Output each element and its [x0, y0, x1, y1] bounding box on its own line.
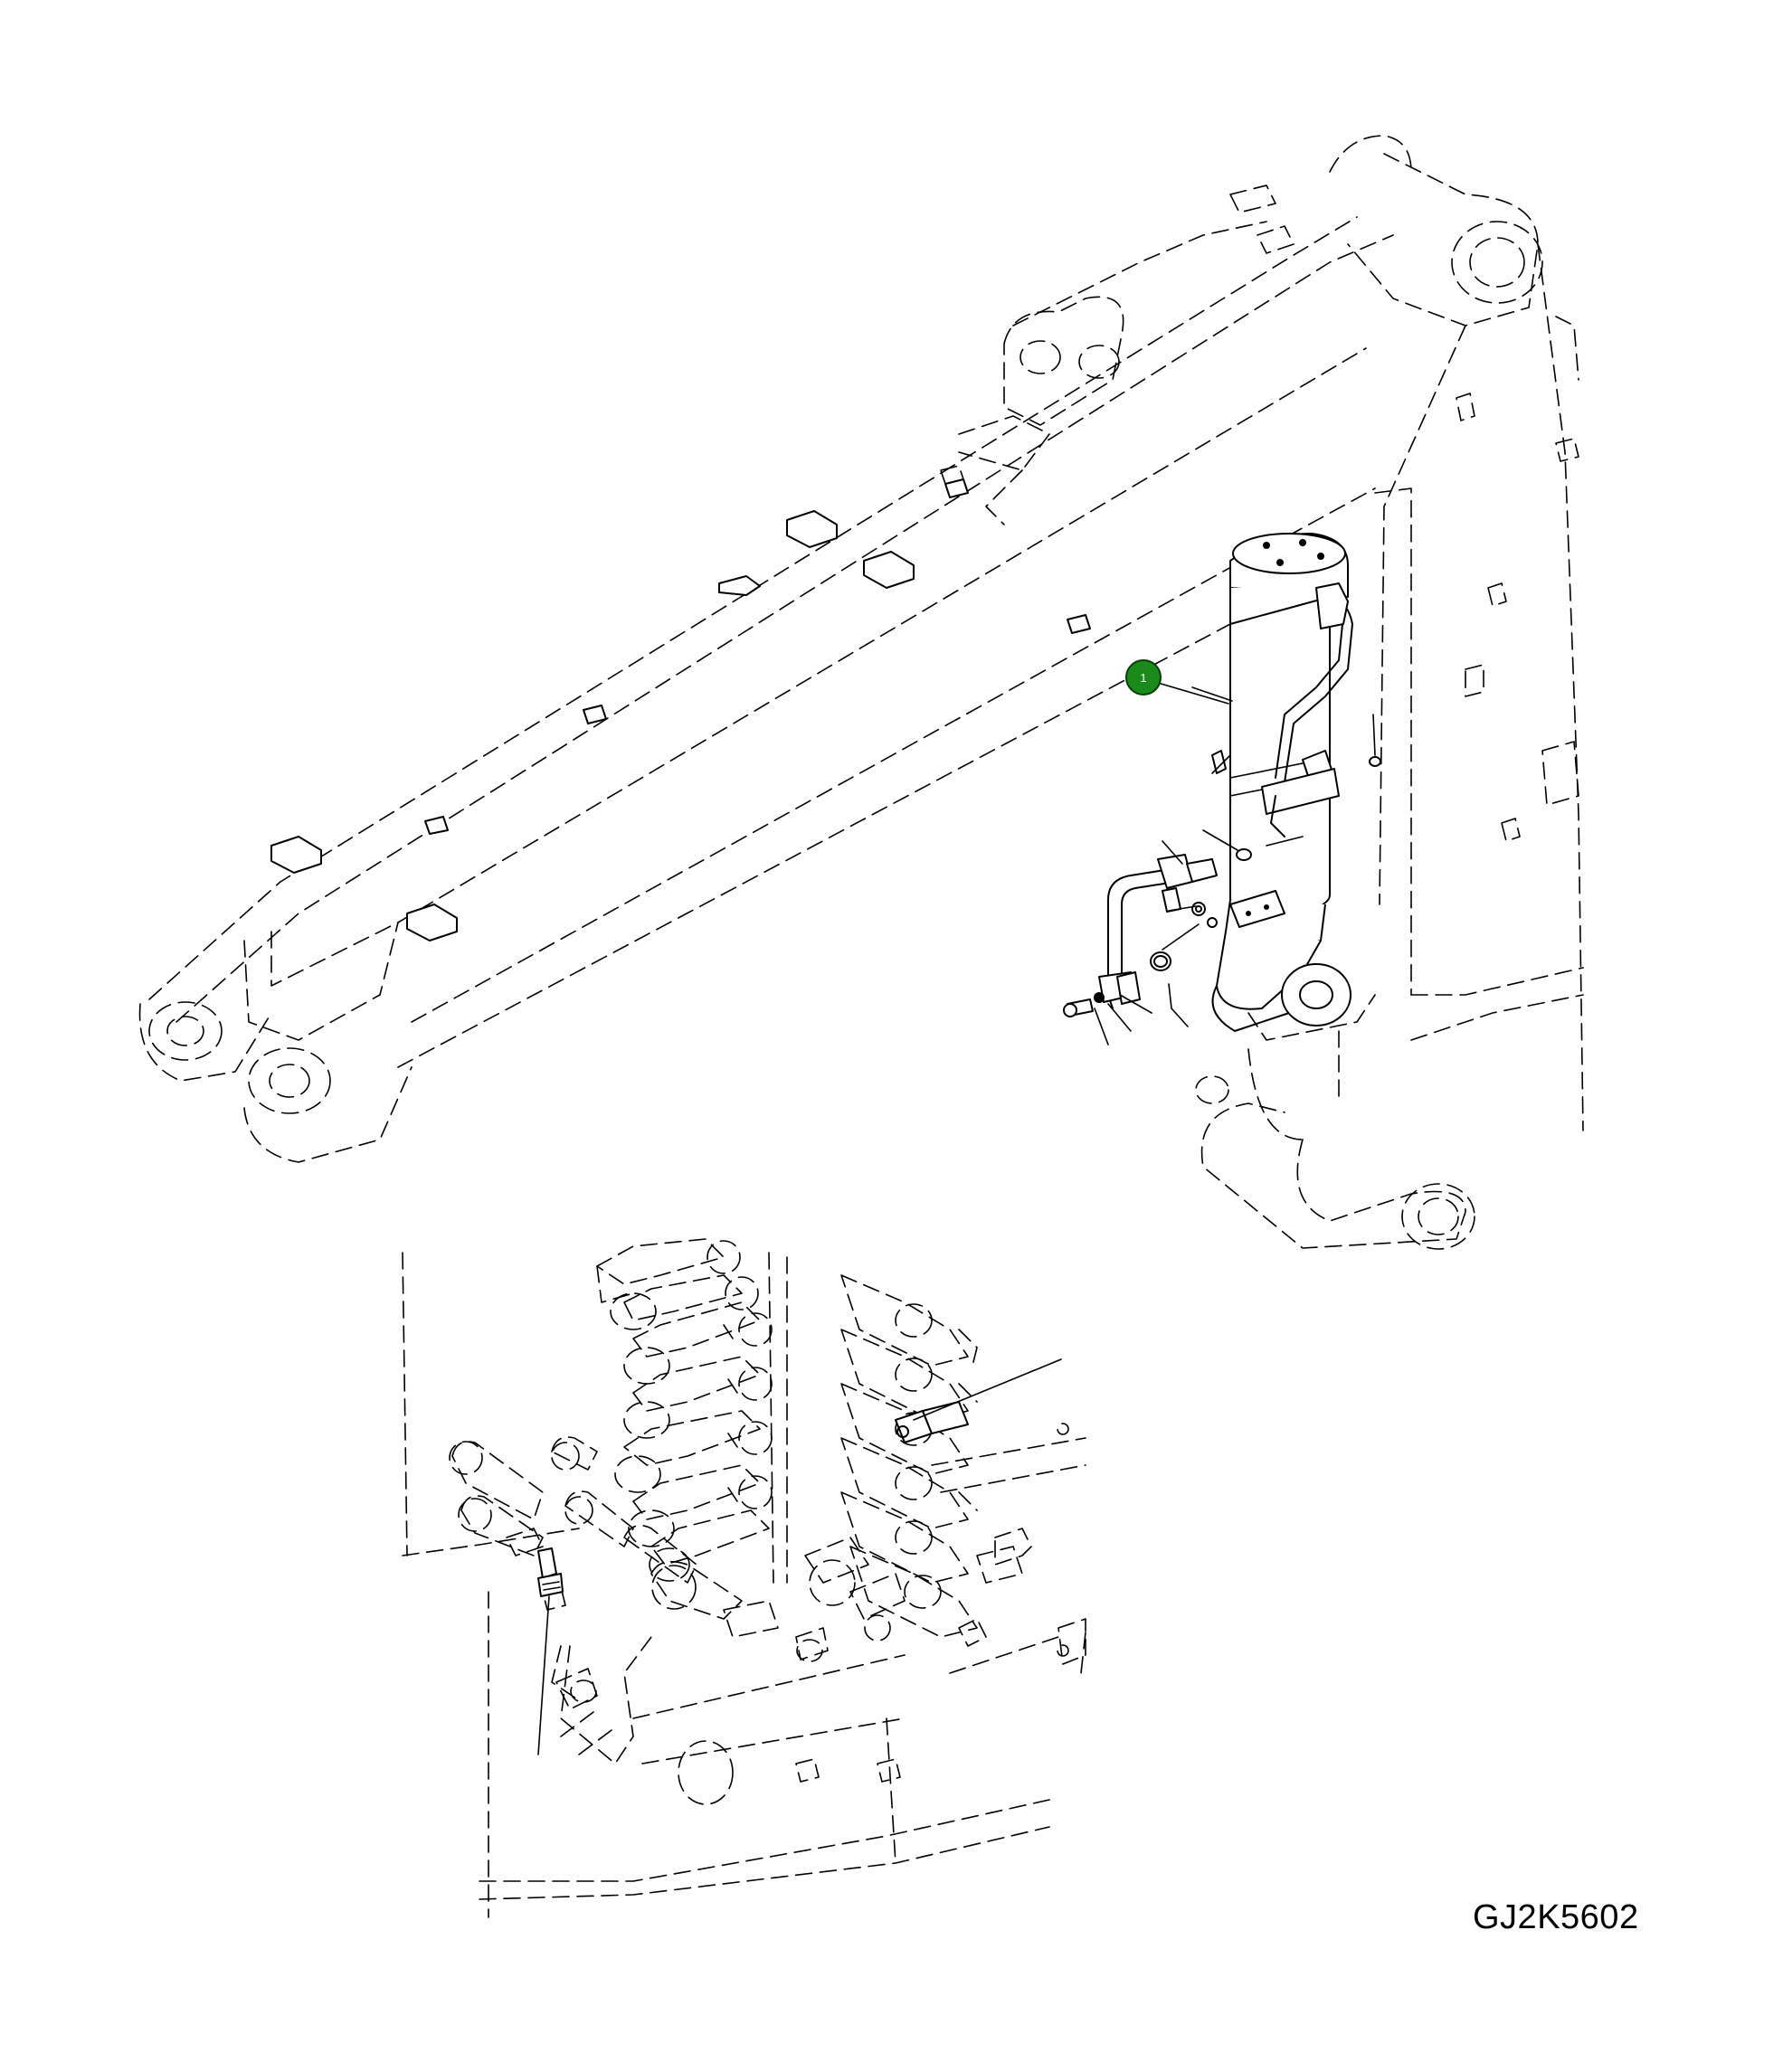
pipe-assembly: [1063, 756, 1381, 1017]
detail-view: [402, 1238, 1086, 1918]
drawing-code-label: GJ2K5602: [1473, 1898, 1639, 1936]
boom-outline: [138, 135, 1584, 1250]
cylinder-hose: [1211, 582, 1353, 837]
leader-lines-upper: [1094, 686, 1376, 1045]
callout-1-number: 1: [1140, 671, 1146, 685]
leader-lines-detail: [537, 1358, 1062, 1755]
callout-icon[interactable]: [1125, 659, 1162, 695]
callout-1[interactable]: 1: [1125, 659, 1229, 705]
callout-1-leader: [1157, 682, 1229, 705]
boom-mount-pads: [270, 478, 1091, 941]
